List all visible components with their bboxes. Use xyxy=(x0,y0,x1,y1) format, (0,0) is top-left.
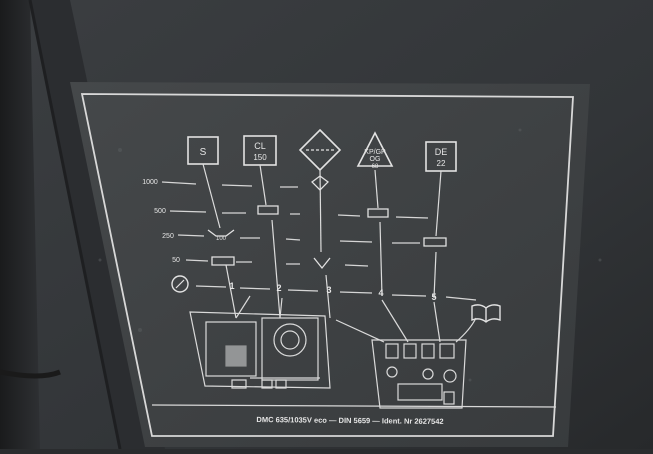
svg-text:4: 4 xyxy=(378,288,383,298)
svg-text:5: 5 xyxy=(431,292,436,302)
box-cl-sub: 150 xyxy=(253,153,267,162)
manual-book-icon xyxy=(471,304,501,323)
box-kp-sub2: 68 xyxy=(372,164,379,170)
station-numbers: 1 2 3 4 5 xyxy=(229,281,436,302)
box-de-label: DE xyxy=(435,147,448,157)
svg-text:2: 2 xyxy=(276,283,281,293)
plate-border xyxy=(80,93,574,437)
box-kp: KP/GP OG 68 xyxy=(356,131,394,170)
box-kp-sub: OG xyxy=(370,156,381,163)
plate-footer: DMC 635/1035V eco — DIN 5659 — Ident. Nr… xyxy=(256,415,443,426)
scale-labels: 1000 500 250 50 xyxy=(142,179,180,264)
svg-text:1: 1 xyxy=(229,281,234,291)
box-cl-label: CL xyxy=(254,141,266,151)
svg-text:1000: 1000 xyxy=(142,179,158,186)
svg-text:50: 50 xyxy=(172,257,180,264)
flow-arrows xyxy=(202,163,442,319)
gauge-icon xyxy=(171,275,189,293)
box-de-sub: 22 xyxy=(437,159,446,168)
box-kp-label: KP/GP xyxy=(364,149,386,156)
machine-diagram-right xyxy=(335,299,477,409)
cable xyxy=(0,369,61,379)
machine-diagram-left xyxy=(189,295,331,389)
box-s-label: S xyxy=(200,147,207,158)
svg-text:500: 500 xyxy=(154,208,166,215)
level-lines xyxy=(161,181,477,301)
cabinet-edge xyxy=(0,0,40,449)
surface-wear xyxy=(98,128,602,382)
svg-text:3: 3 xyxy=(326,285,331,295)
oil-cups xyxy=(207,175,447,270)
svg-text:250: 250 xyxy=(162,233,174,240)
label-plate xyxy=(70,82,590,447)
cup-label: 100 xyxy=(216,236,227,242)
